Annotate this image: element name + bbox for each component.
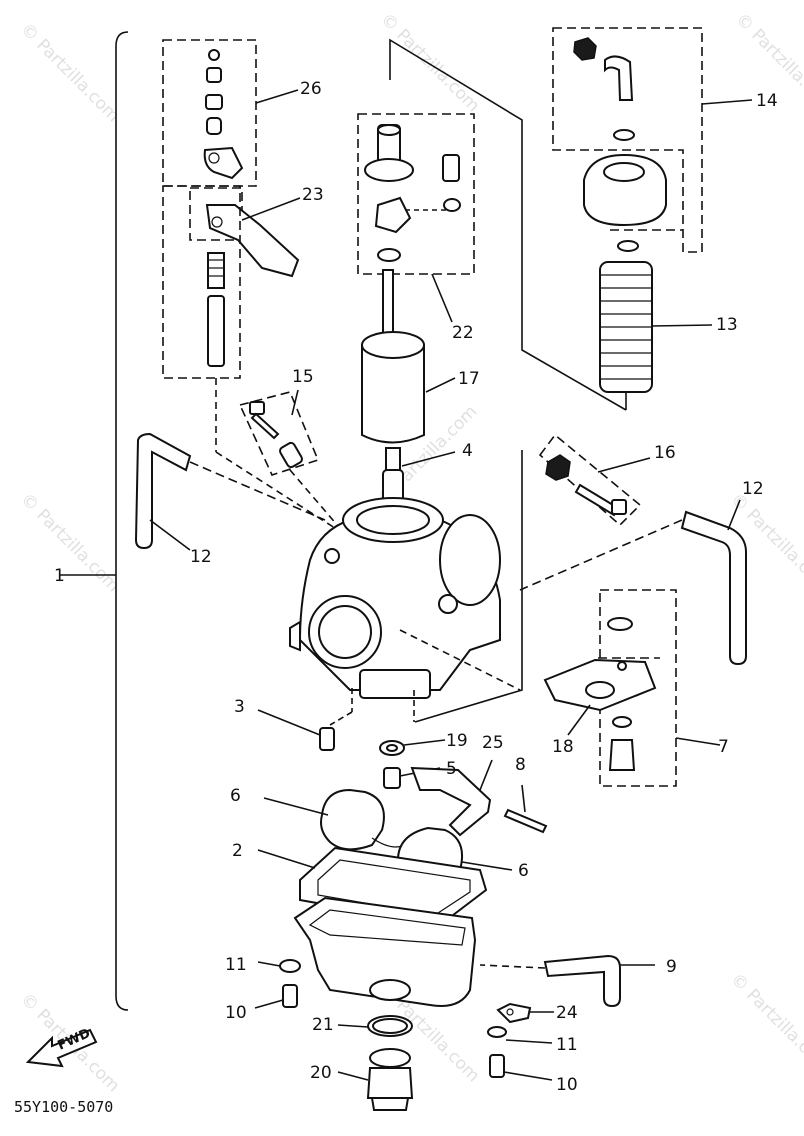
throttle-slide — [361, 269, 456, 444]
part-group-23 — [189, 187, 301, 278]
float-chamber — [293, 896, 477, 1007]
callout-24: 24 — [556, 1003, 578, 1023]
watermark: © Partzilla.com — [16, 489, 123, 596]
diagram-code: 55Y100-5070 — [14, 1098, 113, 1116]
drain-hose-9 — [479, 954, 655, 1008]
washer-11-right — [487, 1026, 553, 1044]
callout-25: 25 — [482, 733, 504, 753]
callout-19: 19 — [446, 731, 468, 751]
callout-7: 7 — [718, 737, 729, 757]
callout-10: 10 — [556, 1075, 578, 1095]
part-group-22 — [357, 113, 475, 323]
float-6-left — [263, 788, 385, 851]
callout-11: 11 — [556, 1035, 578, 1055]
part-group-16 — [538, 433, 651, 527]
plate-24 — [496, 1002, 554, 1024]
assembly-bracket — [115, 31, 129, 1011]
callout-22: 22 — [452, 323, 474, 343]
o-ring-21 — [337, 1015, 413, 1037]
callout-20: 20 — [310, 1063, 332, 1083]
carburetor-body — [289, 497, 521, 726]
part-group-14 — [552, 27, 753, 253]
callout-26: 26 — [300, 79, 322, 99]
hose-12-left — [134, 432, 326, 551]
callout-12: 12 — [742, 479, 764, 499]
float-arm-25 — [410, 759, 493, 837]
callout-3: 3 — [234, 697, 245, 717]
return-spring — [599, 261, 713, 410]
callout-8: 8 — [515, 755, 526, 775]
watermark: © Partzilla.com — [726, 969, 804, 1076]
callout-21: 21 — [312, 1015, 334, 1035]
callouts: 1 2 3 4 5 6 6 7 8 9 10 10 11 11 12 12 13… — [54, 79, 778, 1095]
part-group-26 — [162, 39, 299, 187]
callout-18: 18 — [552, 737, 574, 757]
throttle-screw — [162, 185, 339, 531]
callout-11: 11 — [225, 955, 247, 975]
callout-5: 5 — [446, 759, 457, 779]
callout-14: 14 — [756, 91, 778, 111]
assembly-guide-line — [389, 38, 627, 411]
washer-11-left — [257, 959, 301, 973]
callout-9: 9 — [666, 957, 677, 977]
float-pin-8 — [503, 784, 548, 834]
callout-2: 2 — [232, 841, 243, 861]
hose-12-right — [519, 499, 747, 666]
callout-1: 1 — [54, 566, 65, 586]
callout-15: 15 — [292, 367, 314, 387]
callout-4: 4 — [462, 441, 473, 461]
callout-10: 10 — [225, 1003, 247, 1023]
callout-6: 6 — [230, 786, 241, 806]
part-group-15 — [238, 389, 351, 541]
callout-17: 17 — [458, 369, 480, 389]
callout-23: 23 — [302, 185, 324, 205]
screw-10-left — [254, 984, 298, 1009]
callout-12: 12 — [190, 547, 212, 567]
callout-6: 6 — [518, 861, 529, 881]
callout-16: 16 — [654, 443, 676, 463]
part-group-7 — [543, 589, 721, 787]
callout-13: 13 — [716, 315, 738, 335]
watermark: © Partzilla.com — [16, 19, 123, 126]
drain-plug-20 — [337, 1048, 414, 1111]
screw-3 — [257, 709, 335, 751]
watermark: © Partzilla.com — [376, 9, 483, 116]
washer-19 — [379, 739, 446, 756]
assembly-guide-line — [414, 450, 523, 723]
screw-10-right — [489, 1054, 553, 1081]
